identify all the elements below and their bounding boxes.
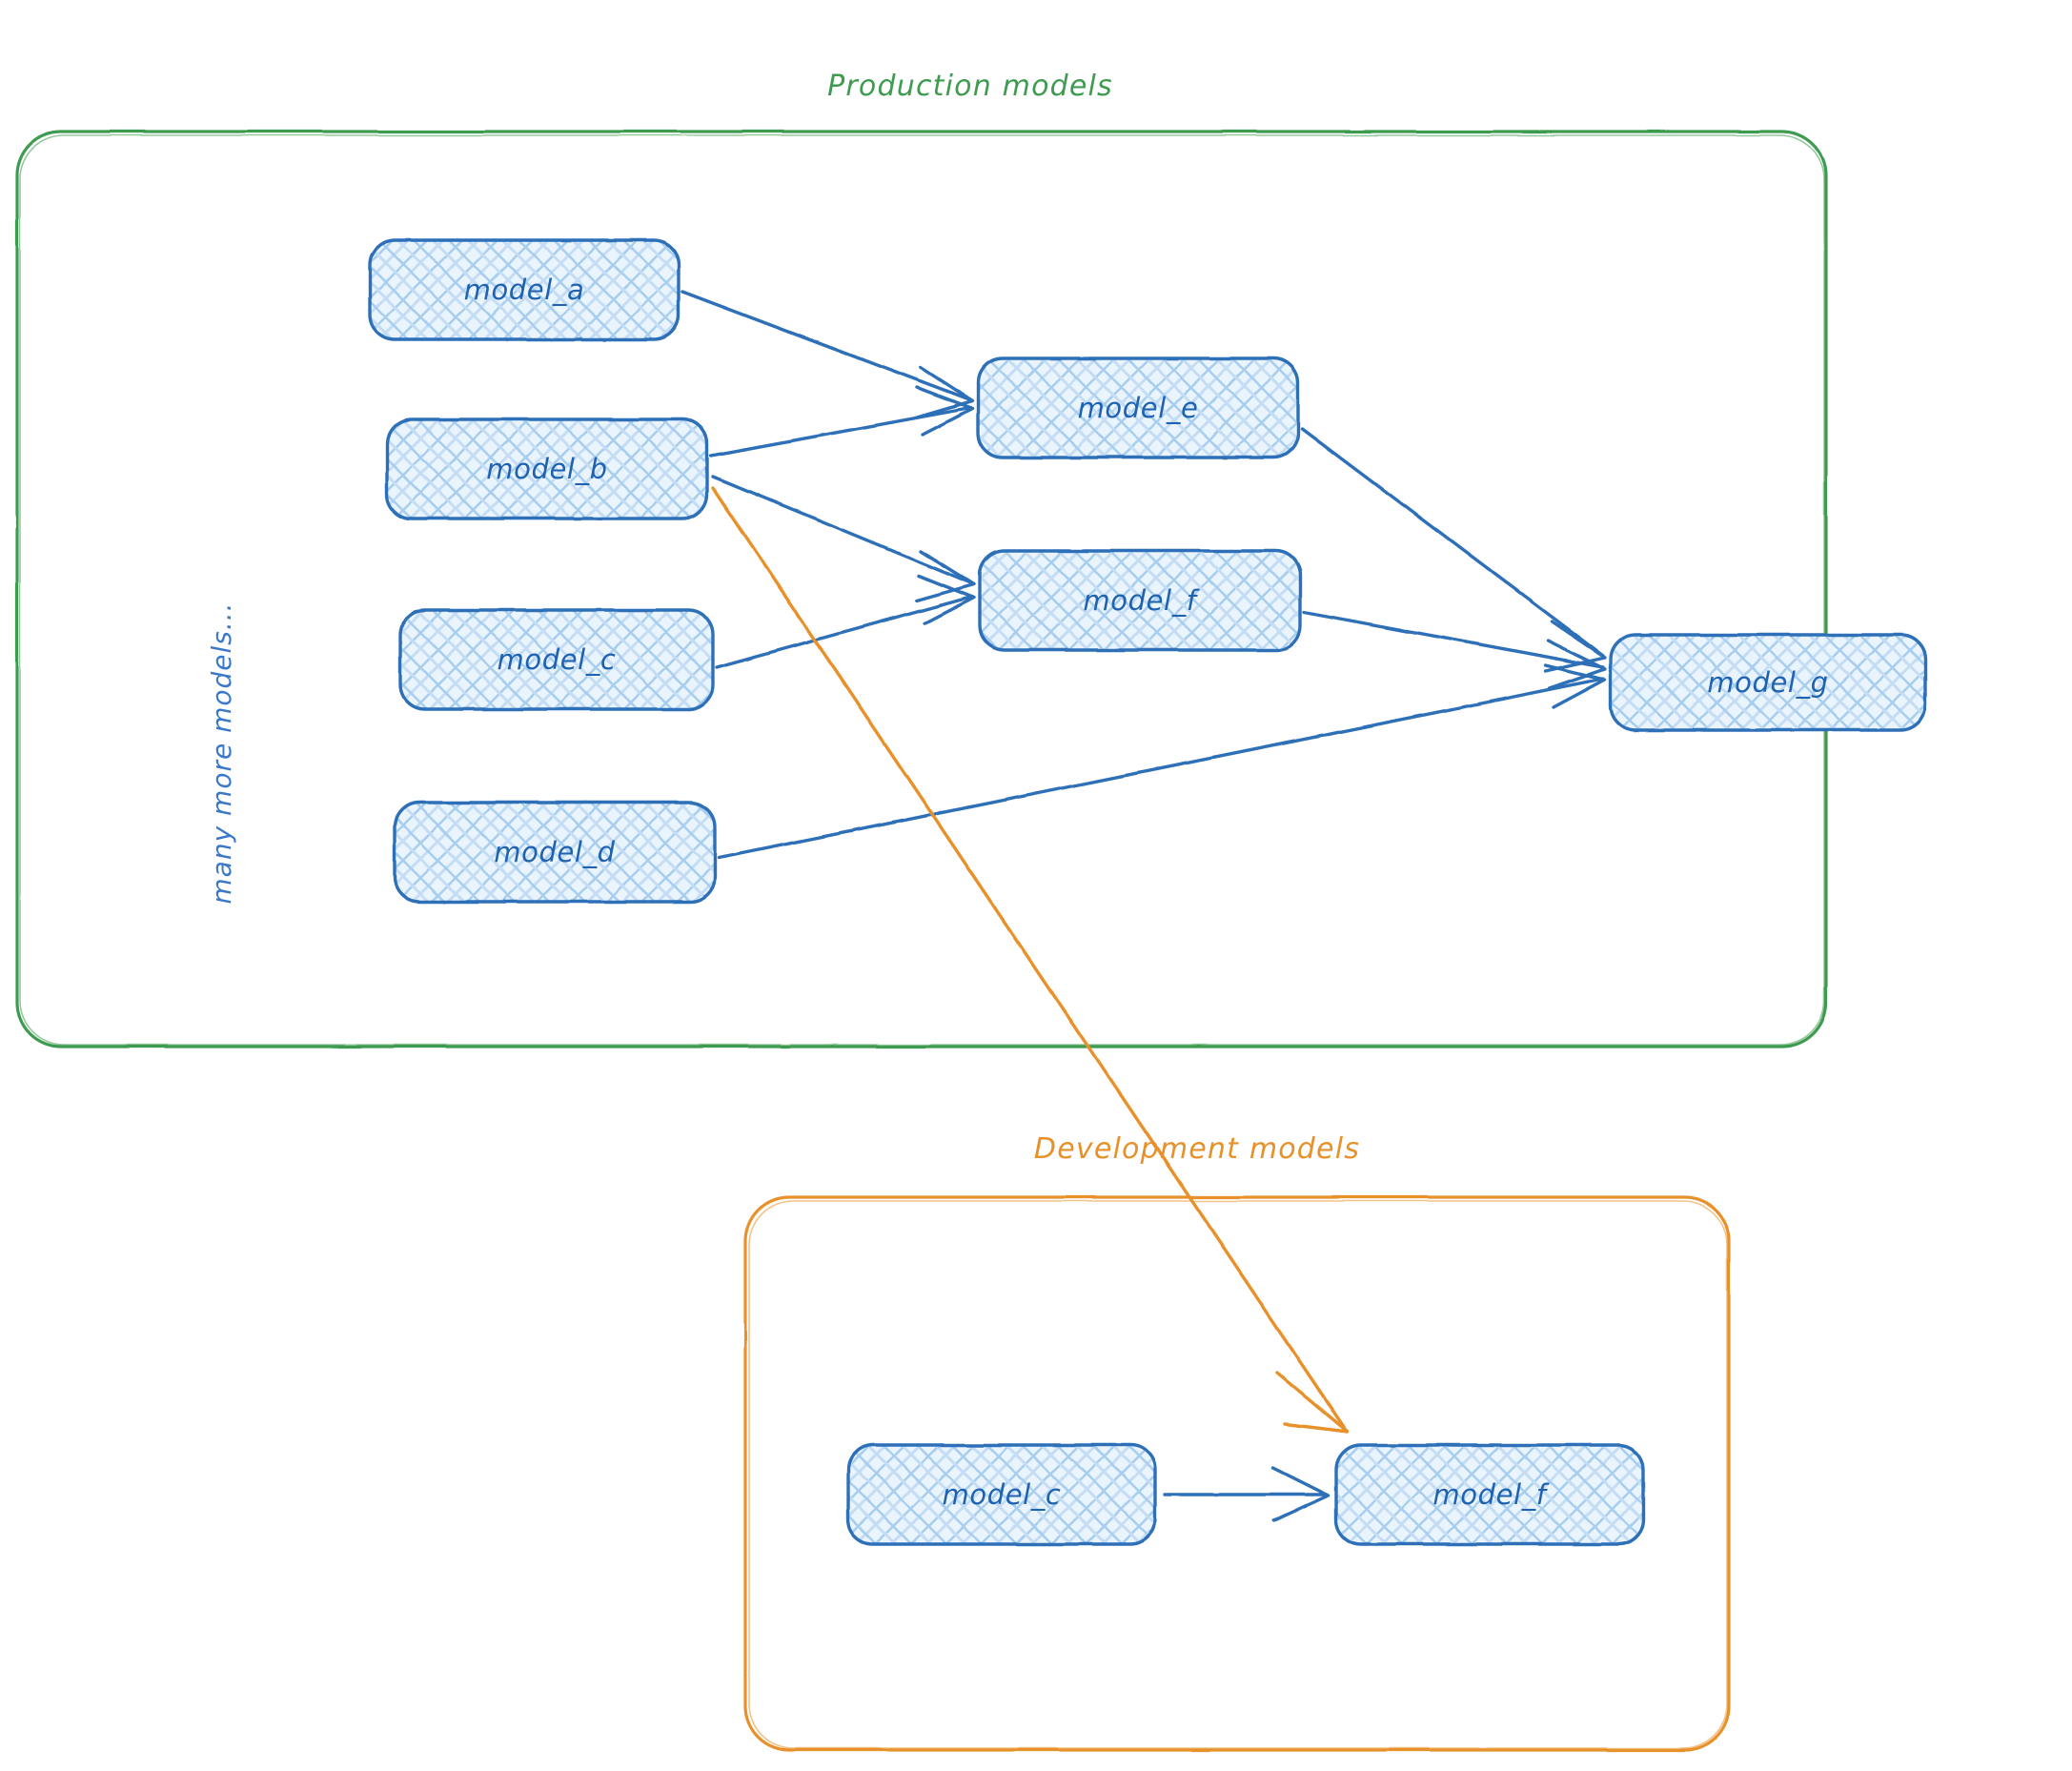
development-group-title: Development models: [1034, 1132, 1360, 1166]
node-dev-model-c[interactable]: model_c: [846, 1443, 1157, 1546]
node-label: model_e: [1078, 392, 1199, 424]
edge-model-b-to-model-e: [709, 386, 974, 458]
production-group-box-sketch: [19, 134, 1825, 1046]
edge-model-c-to-model-f: [715, 574, 976, 669]
edge-model-a-to-model-e: [681, 290, 974, 419]
node-layer: model_a model_b model_c model_d: [368, 238, 1927, 1546]
development-group-box: [743, 1195, 1731, 1752]
production-group-title: Production models: [827, 70, 1113, 103]
edge-model-e-to-model-g: [1300, 427, 1607, 673]
group-container-development: Development models: [743, 1132, 1731, 1752]
node-prod-model-a[interactable]: model_a: [368, 238, 681, 341]
node-prod-model-c[interactable]: model_c: [398, 608, 715, 711]
edge-model-b-to-dev-model-f: [711, 486, 1350, 1434]
node-label: model_c: [943, 1478, 1062, 1511]
node-prod-model-f[interactable]: model_f: [978, 549, 1302, 652]
node-prod-model-b[interactable]: model_b: [385, 417, 709, 520]
development-group-box-sketch: [748, 1200, 1728, 1749]
edge-model-d-to-model-g: [717, 663, 1607, 860]
edge-dev-model-c-to-dev-model-f: [1163, 1466, 1331, 1523]
edge-model-b-to-model-f: [711, 475, 976, 602]
group-container-production: Production models: [15, 70, 1828, 1048]
node-label: model_g: [1707, 666, 1828, 699]
node-prod-model-g[interactable]: model_g: [1609, 633, 1927, 732]
node-dev-model-f[interactable]: model_f: [1334, 1443, 1645, 1546]
edge-layer: [681, 290, 1607, 1523]
edge-model-f-to-model-g: [1302, 610, 1607, 690]
node-label: model_f: [1432, 1478, 1549, 1511]
node-label: model_a: [464, 274, 585, 306]
node-label: model_c: [498, 643, 617, 676]
node-prod-model-e[interactable]: model_e: [976, 356, 1300, 459]
node-prod-model-d[interactable]: model_d: [393, 801, 717, 904]
node-label: model_f: [1083, 584, 1199, 617]
node-label: model_d: [494, 836, 615, 868]
node-label: model_b: [486, 453, 607, 485]
many-more-models-label: many more models...: [206, 601, 237, 904]
production-group-box: [15, 130, 1828, 1048]
